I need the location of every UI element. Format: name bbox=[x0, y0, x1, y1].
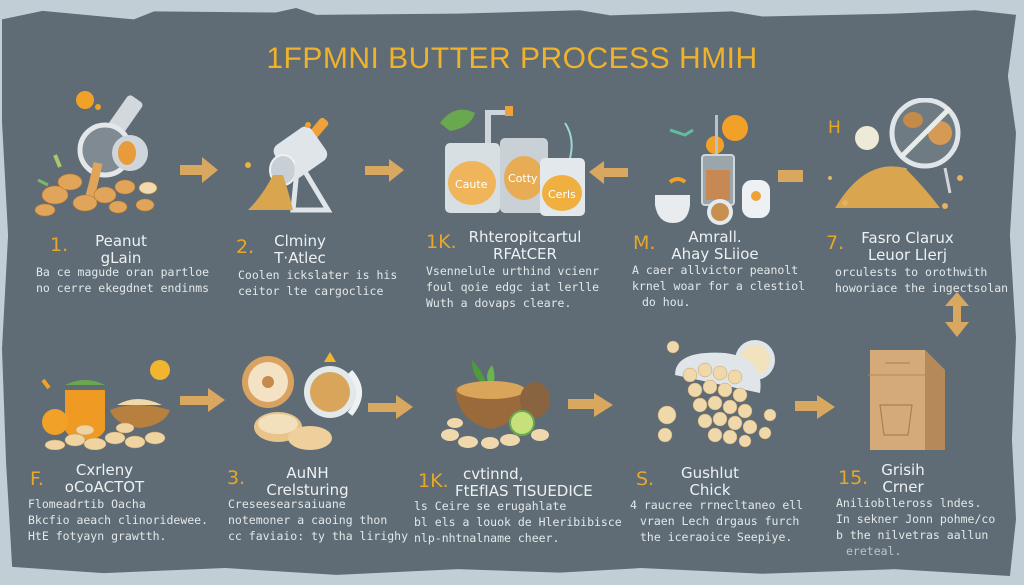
kitchen-jars-illustration bbox=[655, 115, 770, 225]
grinder-with-peanuts-illustration bbox=[34, 91, 158, 217]
arrow-right-icon bbox=[365, 159, 404, 182]
step-number: S. bbox=[636, 468, 655, 490]
infographic-board bbox=[2, 8, 1016, 576]
arrow-right-icon bbox=[180, 157, 218, 183]
arrow-up-down-icon bbox=[945, 292, 969, 337]
overflowing-bowl-illustration bbox=[657, 340, 777, 448]
arrow-right-icon bbox=[778, 170, 803, 182]
step-number: F. bbox=[30, 468, 44, 490]
step-number: 2. bbox=[236, 236, 255, 258]
jar-label-2: Cotty bbox=[508, 172, 538, 185]
step-heading: Amrall.Ahay SLiioe bbox=[671, 228, 759, 263]
paper-bag-illustration bbox=[868, 350, 945, 450]
arrow-right-icon bbox=[795, 395, 835, 419]
step-5-marker: H bbox=[828, 118, 841, 138]
step-description: Anilioblleross lndes.In sekner Jonn pohm… bbox=[836, 496, 996, 558]
step-number: 1. bbox=[50, 234, 69, 256]
step-number: 3. bbox=[227, 467, 246, 489]
jar-label-3: Cerls bbox=[548, 188, 576, 201]
arrow-right-icon bbox=[180, 388, 225, 412]
step-number: M. bbox=[633, 232, 656, 254]
step-number: 1K. bbox=[418, 470, 449, 492]
orange-pot-peanuts-illustration bbox=[41, 360, 170, 450]
meat-grinder-illustration bbox=[245, 117, 333, 213]
arrow-left-icon bbox=[589, 161, 628, 184]
page-title: 1FPMNI BUTTER PROCESS HMIH bbox=[266, 42, 758, 75]
step-heading: cvtinnd,FtEfIAS TISUEDICE bbox=[455, 465, 593, 500]
jars-illustration: Cаute Cotty Cerls bbox=[440, 106, 585, 216]
step-number: 15. bbox=[838, 467, 869, 489]
arrow-right-icon bbox=[568, 393, 613, 417]
jar-label-1: Cаute bbox=[455, 178, 488, 191]
bowl-of-peanuts-illustration bbox=[441, 360, 550, 449]
roasting-drum-illustration bbox=[828, 98, 963, 209]
arrow-right-icon bbox=[368, 395, 413, 419]
sliced-peanut-bread-illustration bbox=[242, 352, 362, 450]
step-number: 7. bbox=[826, 232, 845, 254]
step-number: 1K. bbox=[426, 231, 457, 253]
